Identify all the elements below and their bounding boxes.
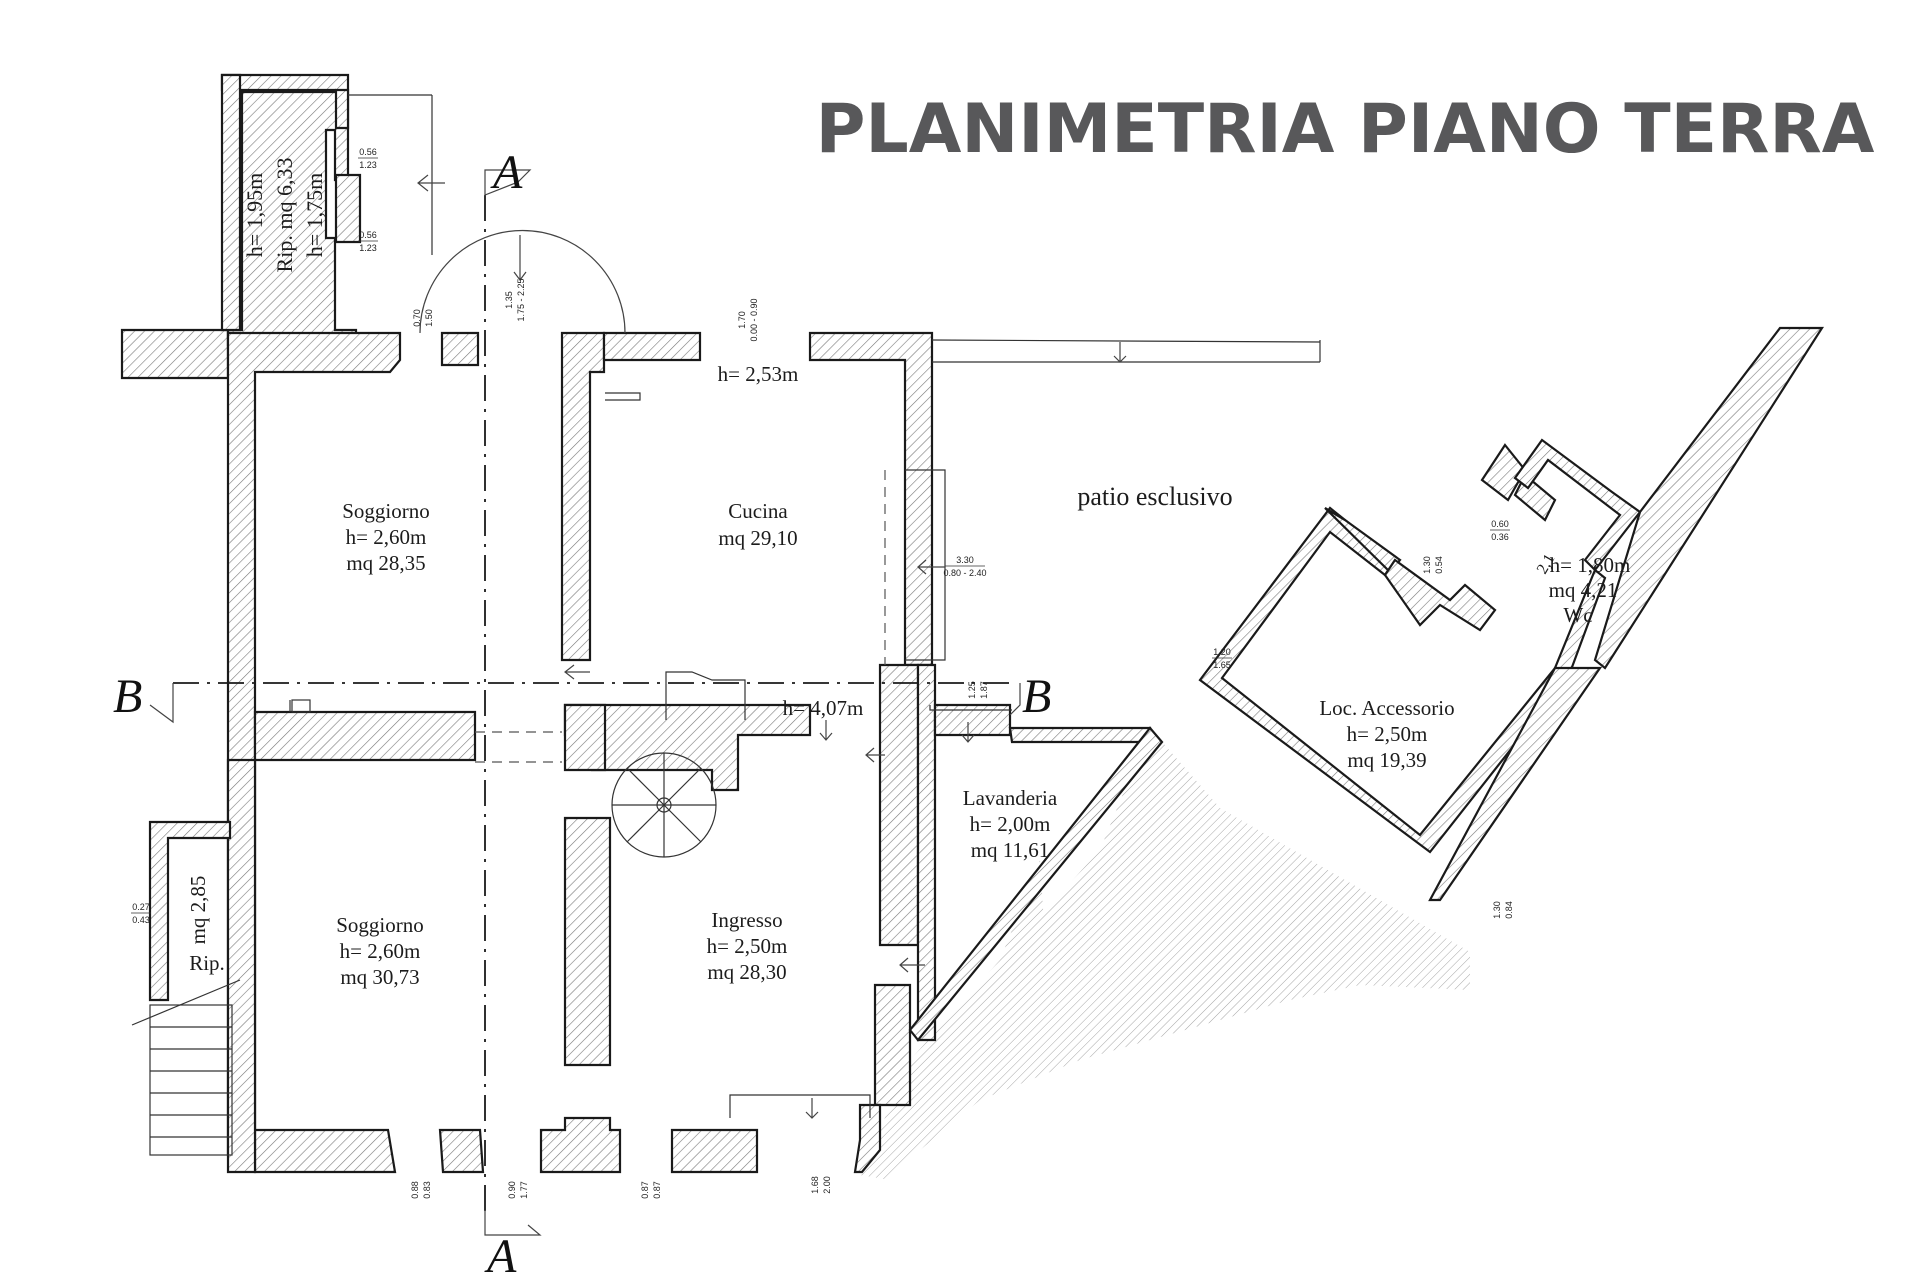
room-lavanderia: Lavanderia h= 2,00m mq 11,61 <box>963 786 1058 862</box>
soggiorno-top-height: h= 2,60m <box>346 525 427 549</box>
room-soggiorno-bottom: Soggiorno h= 2,60m mq 30,73 <box>336 913 424 989</box>
corridor-height: h= 4,07m <box>783 696 864 720</box>
dim-15-top: 0.87 <box>640 1181 650 1199</box>
dim-10-bottom: 0.36 <box>1491 532 1509 542</box>
section-b-right-label: B <box>1022 670 1051 723</box>
cucina-height: h= 2,53m <box>718 362 799 386</box>
dim-9-top: 1.30 <box>1422 556 1432 574</box>
spiral-staircase <box>611 752 717 858</box>
dim-13-top: 0.88 <box>410 1181 420 1199</box>
dim-7-top: 1.25 <box>967 681 977 699</box>
loc-accessorio-height: h= 2,50m <box>1347 722 1428 746</box>
rip-left-area: mq 2,85 <box>186 876 210 945</box>
dim-15-bottom: 0.87 <box>652 1181 662 1199</box>
dim-9-bottom: 0.54 <box>1434 556 1444 574</box>
wc-height: h= 1,80m <box>1550 553 1631 577</box>
cucina-name: Cucina <box>728 499 788 523</box>
ingresso-height: h= 2,50m <box>707 934 788 958</box>
room-ripostiglio-left: mq 2,85 Rip. <box>186 876 225 975</box>
dim-10-top: 0.60 <box>1491 519 1509 529</box>
soggiorno-bottom-area: mq 30,73 <box>340 965 419 989</box>
dim-2-top: 0.56 <box>359 230 377 240</box>
dim-5-top: 1.70 <box>737 311 747 329</box>
dim-6-top: 3.30 <box>956 555 974 565</box>
loc-accessorio-area: mq 19,39 <box>1347 748 1426 772</box>
lavanderia-name: Lavanderia <box>963 786 1058 810</box>
soggiorno-bottom-height: h= 2,60m <box>340 939 421 963</box>
dim-13-bottom: 0.83 <box>422 1181 432 1199</box>
wc-area: mq 4,21 <box>1549 578 1618 602</box>
patio-label: patio esclusivo <box>1077 482 1232 511</box>
dim-8-bottom: 1.65 <box>1213 660 1231 670</box>
room-ripostiglio-top: h= 1,95m Rip. mq 6,33 h= 1,75m <box>242 158 327 273</box>
dimension-labels: 0.56 1.23 0.56 1.23 0.70 1.50 1.35 1.75 … <box>131 147 1514 1199</box>
dim-14-top: 0.90 <box>507 1181 517 1199</box>
dim-12-top: 0.27 <box>132 902 150 912</box>
dim-8-top: 1.20 <box>1213 647 1231 657</box>
soggiorno-bottom-name: Soggiorno <box>336 913 424 937</box>
dim-7-bottom: 1.87 <box>979 681 989 699</box>
loc-accessorio-name: Loc. Accessorio <box>1319 696 1454 720</box>
dim-11-bottom: 0.84 <box>1504 901 1514 919</box>
section-lines <box>149 169 1021 1236</box>
ingresso-area: mq 28,30 <box>707 960 786 984</box>
dim-11-top: 1.30 <box>1492 901 1502 919</box>
cucina-area: mq 29,10 <box>718 526 797 550</box>
rip-top-height: h= 1,95m <box>242 173 267 258</box>
dim-16-top: 1.68 <box>810 1176 820 1194</box>
dim-3-top: 0.70 <box>412 309 422 327</box>
wc-name: Wc <box>1563 603 1592 627</box>
arrows <box>417 174 1127 1119</box>
section-a-bottom-label: A <box>484 1230 517 1280</box>
room-loc-accessorio: Loc. Accessorio h= 2,50m mq 19,39 <box>1319 696 1454 772</box>
rip-top-height-2: h= 1,75m <box>302 173 327 258</box>
room-cucina: h= 2,53m Cucina mq 29,10 <box>718 362 799 550</box>
soggiorno-top-name: Soggiorno <box>342 499 430 523</box>
dim-1-bottom: 1.23 <box>359 160 377 170</box>
room-wc: h= 1,80m mq 4,21 Wc 2,1 <box>1534 551 1631 627</box>
room-ingresso: Ingresso h= 2,50m mq 28,30 <box>707 908 788 984</box>
room-soggiorno-top: Soggiorno h= 2,60m mq 28,35 <box>342 499 430 575</box>
openings <box>289 94 1321 1118</box>
rip-left-name: Rip. <box>189 951 225 975</box>
dim-16-bottom: 2.00 <box>822 1176 832 1194</box>
exterior-stairs <box>131 979 241 1156</box>
rip-top-area: Rip. mq 6,33 <box>272 158 297 273</box>
lavanderia-area: mq 11,61 <box>971 838 1050 862</box>
section-a-top-label: A <box>490 146 523 199</box>
dim-4-top: 1.35 <box>504 291 514 309</box>
terrain-slope <box>860 728 1470 1180</box>
ingresso-name: Ingresso <box>711 908 782 932</box>
dim-14-bottom: 1.77 <box>519 1181 529 1199</box>
lavanderia-height: h= 2,00m <box>970 812 1051 836</box>
section-b-left-label: B <box>113 670 142 723</box>
dim-5-bottom: 0.00 - 0.90 <box>749 298 759 341</box>
plan-title: PLANIMETRIA PIANO TERRA <box>816 90 1875 169</box>
dim-2-bottom: 1.23 <box>359 243 377 253</box>
soggiorno-top-area: mq 28,35 <box>346 551 425 575</box>
dim-6-bottom: 0.80 - 2.40 <box>943 568 986 578</box>
dim-1-top: 0.56 <box>359 147 377 157</box>
dim-3-bottom: 1.50 <box>424 309 434 327</box>
dim-4-bottom: 1.75 - 2.25 <box>516 278 526 321</box>
dim-12-bottom: 0.43 <box>132 915 150 925</box>
